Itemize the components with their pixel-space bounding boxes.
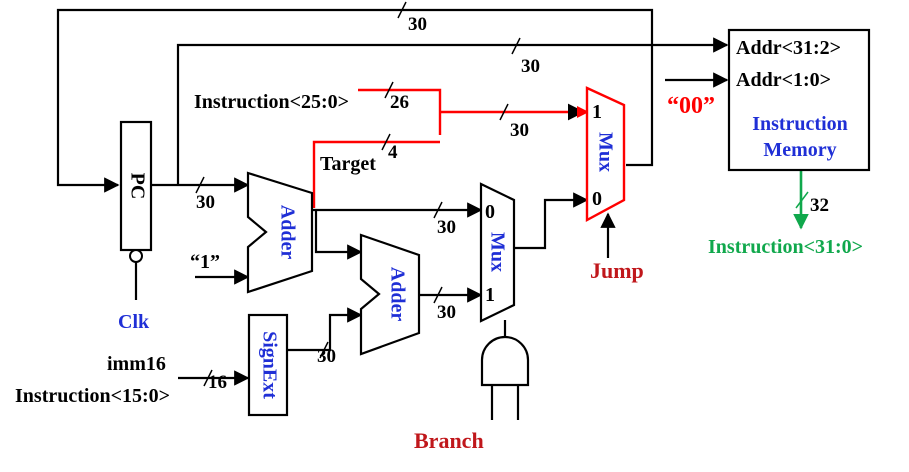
bw-addr: 30: [521, 56, 540, 77]
and-gate: [480, 335, 530, 387]
instr-15-0-label: Instruction<15:0>: [15, 385, 170, 407]
jump-mux-in1: 1: [592, 101, 602, 123]
bw-adder-mux: 30: [437, 217, 456, 238]
bw-instr25: 26: [390, 92, 409, 113]
imm16-label: imm16: [107, 353, 166, 375]
instr-out-label: Instruction<31:0>: [708, 236, 863, 258]
clk-label: Clk: [118, 311, 150, 333]
adder-2-label: Adder: [386, 267, 408, 322]
bw-imm16: 16: [208, 372, 227, 393]
pc-label: PC: [126, 173, 148, 200]
target-label: Target: [320, 153, 376, 175]
adder: [246, 171, 314, 294]
sign-extend: [247, 313, 289, 417]
bw-pc-out: 30: [196, 192, 215, 213]
adder-label: Adder: [276, 205, 298, 260]
red-wires: [312, 88, 589, 208]
bw-adder2-mux: 30: [437, 302, 456, 323]
imem-title-2: Memory: [763, 139, 836, 161]
imem-addr-hi: Addr<31:2>: [736, 37, 841, 59]
zeros-label: “00”: [667, 93, 715, 119]
branch-mux-in1: 1: [485, 284, 495, 306]
black-wires: [56, 8, 729, 420]
sign-extend-label: SignExt: [258, 331, 280, 399]
jump-mux: [585, 86, 626, 223]
bw-jump-in: 30: [510, 120, 529, 141]
bus-slashes: [195, 1, 809, 387]
bw-target: 4: [388, 142, 398, 163]
pc-register: [119, 120, 153, 252]
imem-addr-lo: Addr<1:0>: [736, 69, 831, 91]
branch-mux-label: Mux: [486, 232, 508, 272]
branch-mux-in0: 0: [485, 201, 495, 223]
bw-imem-out: 32: [810, 195, 829, 216]
instruction-memory: [727, 28, 871, 172]
bw-signext: 30: [317, 346, 336, 367]
jump-mux-in0: 0: [592, 188, 602, 210]
bw-top: 30: [408, 14, 427, 35]
imem-title-1: Instruction: [752, 113, 848, 135]
branch-mux: [479, 182, 516, 323]
jump-mux-label: Mux: [594, 132, 616, 172]
one-label: “1”: [190, 251, 220, 273]
jump-label: Jump: [590, 258, 644, 283]
instr-25-0-label: Instruction<25:0>: [194, 91, 349, 113]
clock-bubble: [129, 249, 143, 263]
adder-2: [359, 233, 421, 356]
branch-label: Branch: [414, 428, 484, 453]
